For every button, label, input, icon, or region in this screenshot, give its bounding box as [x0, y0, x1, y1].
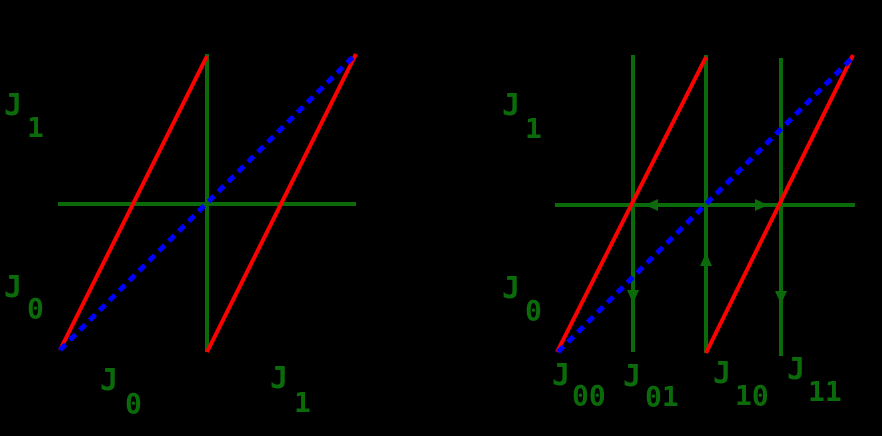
right-x-label-j00: J00	[552, 358, 606, 412]
red-branch-right	[704, 54, 855, 354]
left-y-label-j1: J1	[4, 88, 44, 144]
right-x-label-j10: J10	[713, 356, 769, 412]
right-panel: J1 J0 J00 J01 J10 J11	[502, 54, 855, 413]
arrow-left-icon	[645, 199, 658, 211]
red-branch-right	[205, 53, 358, 353]
red-branch-left	[58, 55, 209, 351]
right-x-label-j11: J11	[787, 352, 842, 408]
arrow-up-icon	[700, 253, 712, 266]
right-x-label-j01: J01	[623, 359, 679, 413]
right-y-label-j0: J0	[502, 271, 542, 327]
left-x-label-j0: J0	[100, 363, 142, 420]
arrow-down-icon	[627, 290, 639, 303]
arrow-down-icon	[775, 291, 787, 304]
right-y-label-j1: J1	[502, 88, 542, 145]
red-branch-left	[555, 56, 708, 353]
arrow-right-icon	[755, 199, 768, 211]
left-x-label-j1: J1	[270, 361, 311, 419]
left-panel: J1 J0 J0 J1	[4, 52, 358, 420]
left-y-label-j0: J0	[4, 270, 44, 325]
